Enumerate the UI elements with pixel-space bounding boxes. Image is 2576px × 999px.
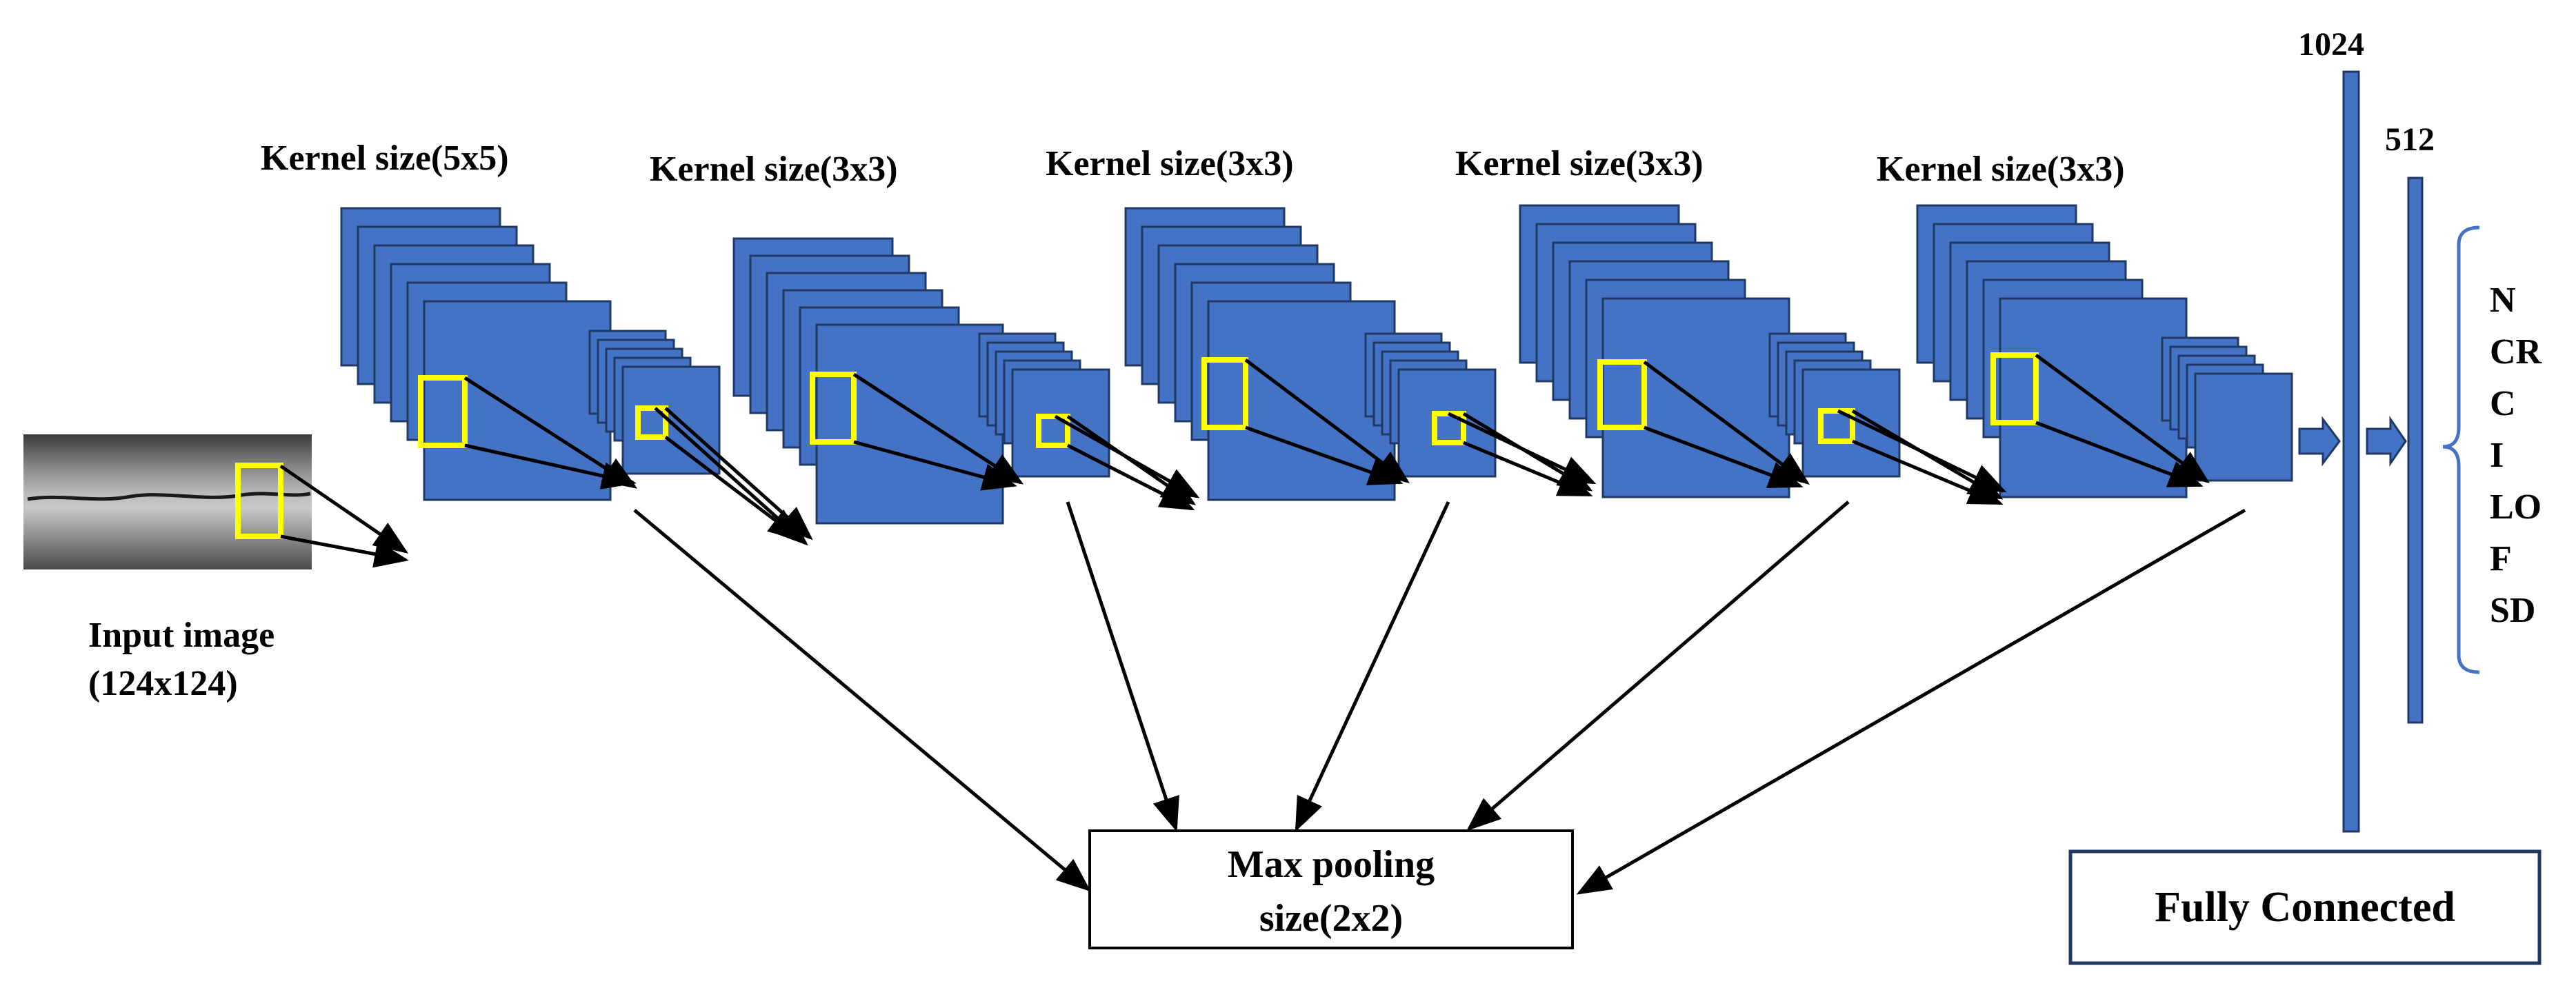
kernel-label-2: Kernel size(3x3): [650, 150, 898, 189]
kernel-label-1: Kernel size(5x5): [261, 139, 509, 178]
arrow: [1245, 425, 1404, 485]
feature-map: [1601, 297, 1790, 498]
arrow: [654, 407, 808, 546]
output-class-label: LO: [2490, 487, 2542, 527]
feature-map-stack: [732, 237, 1004, 525]
arrow: [1295, 501, 1450, 832]
fc-size-label-512: 512: [2385, 121, 2435, 158]
feature-map-stack: [1124, 207, 1396, 501]
arrow: [1054, 414, 1200, 498]
input-image: [23, 434, 312, 569]
arrow: [464, 443, 637, 490]
connection-arrows: [279, 353, 2246, 895]
arrow: [279, 464, 409, 554]
arrow: [664, 436, 803, 542]
feature-map-stack: [1916, 204, 2188, 498]
kernel-window: [810, 372, 857, 445]
kernel-label-4: Kernel size(3x3): [1455, 144, 1704, 183]
kernel-window: [1818, 408, 1855, 444]
arrow: [1852, 439, 2004, 505]
output-class-label: I: [2490, 436, 2504, 475]
output-class-list: N CR CI LO F SD: [2490, 281, 2543, 630]
input-image-label: Input image: [88, 616, 274, 655]
output-class-label: SD: [2490, 591, 2535, 630]
arrow: [1463, 441, 1593, 497]
arrow: [1466, 501, 1850, 831]
arrow: [633, 509, 1091, 892]
max-pooling-box: Max pooling size(2x2): [1088, 829, 1574, 949]
arrow: [280, 534, 409, 568]
feature-map-stack: [340, 207, 612, 501]
flatten-arrow-icon: [2298, 416, 2341, 467]
kernel-window: [1597, 359, 1647, 430]
arrow: [1644, 425, 1804, 488]
max-pooling-label: Max pooling: [1228, 843, 1435, 886]
output-class-label: CR: [2490, 332, 2543, 372]
feature-map: [815, 323, 1004, 525]
feature-map-stack: [2161, 336, 2293, 482]
output-bracket: [2442, 225, 2480, 674]
output-class-label: F: [2490, 539, 2512, 578]
feature-map: [2194, 372, 2293, 482]
arrow: [1576, 508, 2246, 895]
max-pooling-size-label: size(2x2): [1259, 897, 1403, 940]
arrow: [2035, 353, 2210, 483]
kernel-window: [635, 405, 668, 440]
input-image-size-label: (124x124): [88, 664, 238, 703]
kernel-label-3: Kernel size(3x3): [1046, 144, 1294, 183]
output-class-label: N: [2490, 281, 2516, 320]
feature-map-stacks: [340, 204, 2293, 525]
fc-layer-512: [2407, 176, 2424, 724]
output-class-label: C: [2490, 384, 2516, 423]
feature-map-stack: [1519, 204, 1790, 498]
kernel-label-5: Kernel size(3x3): [1877, 150, 2125, 189]
arrow: [853, 440, 1017, 491]
fc-transition-arrow-icon: [2366, 416, 2407, 467]
kernel-window: [1036, 414, 1070, 448]
feature-map: [423, 300, 612, 501]
fc-size-label-1024: 1024: [2298, 26, 2364, 63]
arrow: [2035, 421, 2204, 487]
kernel-window: [418, 375, 468, 448]
arrow: [1837, 409, 2007, 493]
fully-connected-label: Fully Connected: [2155, 884, 2455, 931]
kernel-window: [1201, 357, 1248, 430]
arrow: [1447, 412, 1597, 485]
kernel-window: [235, 463, 283, 539]
kernel-window: [1990, 352, 2039, 425]
kernel-windows: [418, 352, 2039, 448]
fc-layer-1024: [2342, 70, 2360, 833]
arrow: [1066, 501, 1179, 832]
arrow: [1066, 443, 1195, 511]
fully-connected-box: Fully Connected: [2068, 849, 2542, 965]
